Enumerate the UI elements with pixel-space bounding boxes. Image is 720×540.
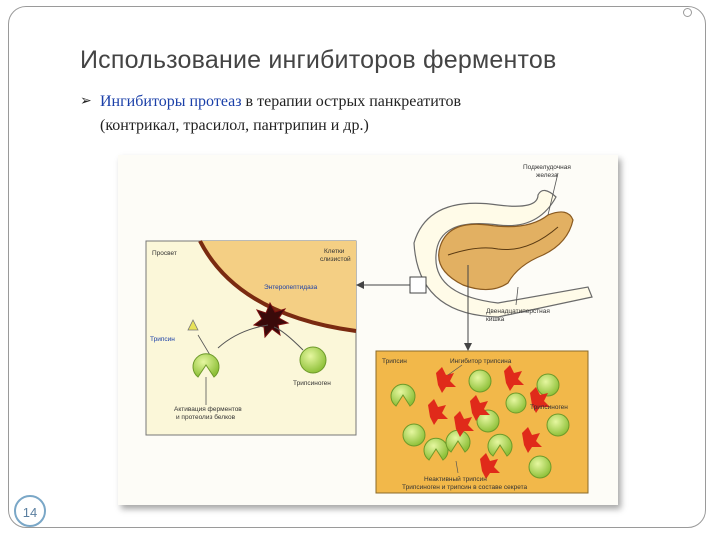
corner-dot-top-right [683, 8, 692, 17]
bullet-highlight: Ингибиторы протеаз [100, 93, 242, 110]
right-panel [375, 350, 589, 494]
inactive-label: Неактивный трипсин [424, 475, 487, 483]
trypsin-left-shape [192, 353, 220, 378]
trypsin-left-label: Трипсин [150, 336, 175, 343]
cells-label-1: Клетки [324, 248, 345, 255]
trypsinogen-left-shape [299, 346, 327, 374]
cells-label-2: слизистой [320, 255, 351, 263]
duodenum-label-2: кишка [486, 316, 505, 323]
pancreas-label-2: железа [536, 172, 558, 179]
bullet-arrow-icon: ➢ [80, 94, 92, 109]
pancreas-label-1: Поджелудочная [523, 164, 571, 171]
activation-label-1: Активация ферментов [174, 406, 242, 413]
left-panel [145, 240, 357, 436]
lumen-label: Просвет [152, 250, 177, 257]
duodenum-shape [413, 189, 593, 318]
enzyme-diagram-figure: Поджелудочная железа Двенадцатиперстная … [118, 155, 618, 505]
bullet-item: ➢ Ингибиторы протеаз в терапии острых па… [80, 90, 680, 138]
enteropeptidase-label: Энтеропептидаза [264, 284, 318, 291]
page-number: 14 [14, 495, 46, 527]
enteropeptidase-star [252, 301, 290, 339]
bottom-label: Трипсиноген и трипсин в составе секрета [402, 484, 528, 491]
bullet-line2: (контрикал, трасилол, пантрипин и др.) [100, 117, 369, 134]
trypsinogen-left-label: Трипсиноген [293, 380, 331, 387]
pancreas-group [356, 172, 593, 351]
enzyme-diagram: Поджелудочная железа Двенадцатиперстная … [145, 164, 593, 494]
connector-box [409, 276, 427, 294]
activation-label-2: и протеолиз белков [176, 413, 236, 421]
peptide-triangle [187, 319, 199, 331]
bullet-line1: в терапии острых панкреатитов [241, 93, 462, 110]
pancreas-shape [438, 211, 574, 291]
trypsinogen-right-label: Трипсиноген [530, 404, 568, 411]
duodenum-label-1: Двенадцатиперстная [486, 308, 550, 315]
inhibitor-label: Ингибитор трипсина [450, 357, 512, 365]
bullet-text: Ингибиторы протеаз в терапии острых панк… [100, 90, 680, 138]
slide-title: Использование ингибиторов ферментов [80, 46, 557, 74]
trypsin-right-label: Трипсин [382, 358, 407, 365]
